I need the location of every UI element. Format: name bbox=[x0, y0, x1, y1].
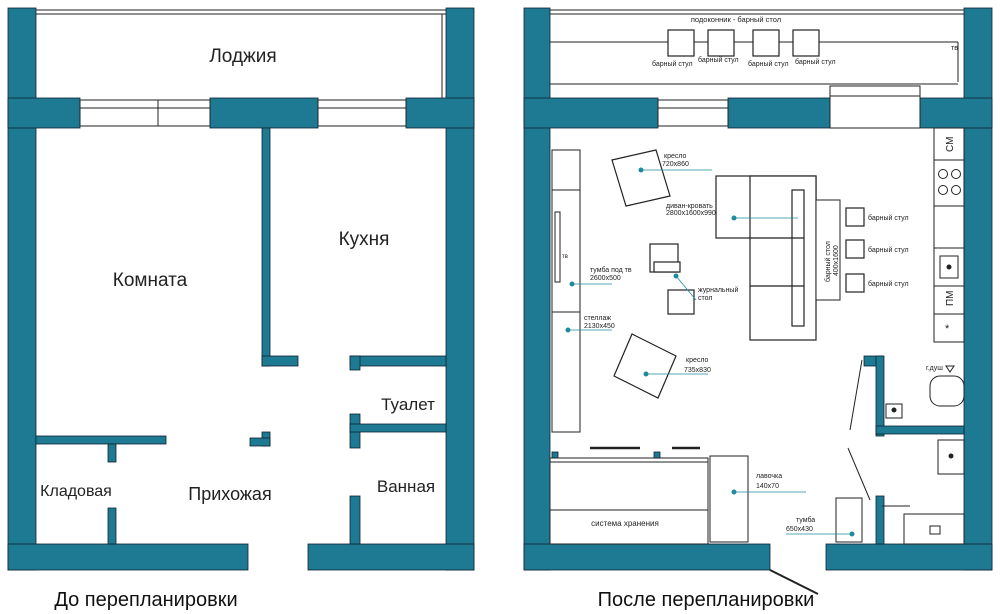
tv-stand-shelving bbox=[551, 149, 581, 433]
after-caption: После перепланировки bbox=[598, 589, 815, 611]
before-windows bbox=[79, 99, 407, 127]
bar-stool-label-2: барный стул bbox=[698, 56, 739, 64]
bench bbox=[709, 455, 749, 543]
kitchen-cm-label: СМ bbox=[945, 137, 956, 152]
bar-stool-label-6: барный стул bbox=[868, 246, 909, 254]
loggia-label: Лоджия bbox=[209, 46, 276, 67]
coffee-table-label: журнальный bbox=[698, 286, 738, 294]
armchair-2-label: кресло bbox=[686, 357, 709, 364]
shelving-size: 2130x450 bbox=[584, 323, 615, 330]
tv-label: тв bbox=[562, 254, 568, 260]
after-loggia-outline bbox=[550, 9, 964, 85]
sofa-label: диван-кровать bbox=[666, 203, 713, 210]
storage-system bbox=[549, 446, 709, 545]
sofa-size: 2800x1600x990 bbox=[666, 210, 716, 217]
hallway-label: Прихожая bbox=[188, 484, 271, 504]
tv-stand-size: 2600x500 bbox=[590, 275, 621, 282]
pantry-label: Кладовая bbox=[40, 483, 112, 500]
loggia-bar-stools bbox=[667, 29, 820, 57]
sill-bar-label: подоконник - барный стол bbox=[691, 15, 781, 24]
after-walls bbox=[523, 7, 993, 571]
armchair-2-size: 735x830 bbox=[684, 367, 711, 374]
bathroom-label: Ванная bbox=[377, 477, 435, 496]
cabinet-label: тумба bbox=[796, 516, 815, 524]
bar-table-label: барный стол bbox=[824, 241, 832, 282]
before-walls bbox=[7, 7, 475, 571]
armchair-1 bbox=[611, 149, 712, 207]
bench-size: 140x70 bbox=[756, 483, 779, 490]
bar-stool-label-1: барный стул bbox=[652, 60, 693, 68]
kitchen-counter bbox=[933, 127, 965, 343]
entrance-door bbox=[769, 569, 819, 595]
bar-stool-label-7: барный стул bbox=[868, 280, 909, 288]
after-plan: подоконник - барный стол тв барный стул … bbox=[523, 7, 993, 611]
bathroom-fixtures bbox=[847, 439, 965, 545]
armchair-2 bbox=[613, 333, 708, 399]
kitchen-label: Кухня bbox=[339, 229, 390, 250]
room-bar-stools bbox=[845, 207, 865, 293]
bench-label: лавочка bbox=[756, 473, 782, 480]
before-loggia-outline bbox=[36, 9, 446, 98]
coffee-table-label-2: стол bbox=[698, 295, 712, 302]
sofa-bed bbox=[715, 175, 817, 341]
armchair-1-label: кресло bbox=[664, 153, 687, 160]
tv-stand-label: тумба под тв bbox=[590, 266, 632, 274]
bar-stool-label-4: барный стул bbox=[795, 58, 836, 66]
room-label: Комната bbox=[113, 270, 188, 291]
shelving-label: стеллаж bbox=[584, 315, 611, 322]
toilet-fixtures bbox=[849, 359, 965, 431]
storage-label: система хранения bbox=[591, 519, 659, 528]
after-windows bbox=[657, 85, 921, 129]
kitchen-star: * bbox=[945, 323, 950, 335]
before-caption: До перепланировки bbox=[54, 589, 237, 611]
bar-stool-label-5: барный стул bbox=[868, 214, 909, 222]
coffee-tables bbox=[649, 243, 695, 315]
shower-label: г.душ bbox=[926, 365, 943, 372]
armchair-1-size: 720x860 bbox=[662, 161, 689, 168]
bar-table bbox=[815, 199, 841, 301]
kitchen-pm-label: ПМ bbox=[945, 290, 956, 306]
before-plan: Лоджия Комната Кухня Туалет Кладовая При… bbox=[7, 7, 475, 611]
toilet-label: Туалет bbox=[381, 395, 435, 414]
bar-stool-label-3: барный стул bbox=[748, 60, 789, 68]
tv-small-label: тв bbox=[951, 45, 958, 52]
cabinet bbox=[835, 497, 863, 543]
bar-table-size: 400x1600 bbox=[833, 245, 840, 276]
cabinet-size: 650x430 bbox=[786, 526, 813, 533]
